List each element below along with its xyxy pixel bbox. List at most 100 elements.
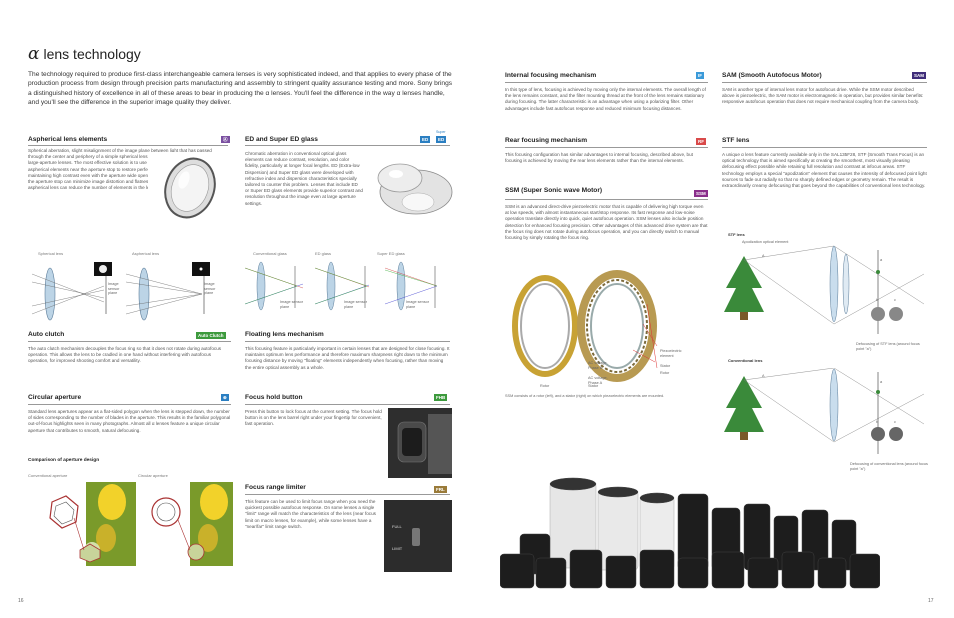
internal-title: Internal focusing mechanism bbox=[505, 72, 597, 79]
stf-lens-label: STF lens bbox=[728, 232, 745, 237]
internal-body: In this type of lens, focusing is achiev… bbox=[505, 87, 706, 111]
rear-title: Rear focusing mechanism bbox=[505, 137, 588, 144]
conv-point-c: c bbox=[894, 420, 896, 424]
lens-lineup-photo bbox=[499, 474, 881, 592]
ed-plane-label-2: Image sensor plane bbox=[344, 300, 368, 309]
ed-label-conventional: Conventional glass bbox=[253, 251, 287, 256]
ed-rule bbox=[245, 145, 450, 146]
circular-aperture-label: Circular aperture bbox=[138, 473, 168, 478]
internal-rule bbox=[505, 82, 708, 83]
sam-rule bbox=[722, 82, 927, 83]
ed-diagram bbox=[244, 258, 450, 314]
ssm-caption: SSM consists of a rotor (left), and a st… bbox=[505, 394, 665, 398]
stf-point-a: a bbox=[880, 258, 883, 262]
ssm-stator-right-label: Stator bbox=[660, 364, 671, 368]
floating-body: This focusing feature is particularly im… bbox=[245, 346, 450, 370]
focus-hold-badge: FHB bbox=[434, 394, 448, 401]
aspherical-lens-photo bbox=[148, 152, 228, 220]
aspherical-badge: Ⓐ bbox=[221, 136, 230, 143]
aspherical-image-plane-label-2: Image sensor plane bbox=[204, 282, 216, 296]
ed-plane-label-3: Image sensor plane bbox=[406, 300, 430, 309]
focus-range-title: Focus range limiter bbox=[245, 484, 306, 491]
floating-rule bbox=[245, 341, 450, 342]
conv-caption: Defocusing of conventional lens (around … bbox=[850, 462, 928, 471]
auto-clutch-title: Auto clutch bbox=[28, 331, 65, 338]
conventional-lens-label: Conventional lens bbox=[728, 358, 763, 363]
ssm-body: SSM is an advanced direct-drive piezoele… bbox=[505, 204, 708, 241]
internal-badge: IF bbox=[696, 72, 704, 79]
floating-title: Floating lens mechanism bbox=[245, 331, 324, 338]
circular-body: Standard lens apertures appear as a flat… bbox=[28, 409, 231, 433]
switch-full-label: FULL bbox=[392, 524, 402, 529]
ssm-rule bbox=[505, 199, 708, 200]
stf-title: STF lens bbox=[722, 137, 750, 144]
title-text: lens technology bbox=[43, 46, 141, 62]
aspherical-rule bbox=[28, 145, 228, 146]
ssm-stator-label: Stator bbox=[588, 384, 599, 388]
spherical-lens-label: Spherical lens bbox=[38, 251, 64, 256]
page-title: α lens technology bbox=[28, 44, 141, 64]
switch-limit-label: LIMIT bbox=[392, 546, 403, 551]
ssm-piezo-label: Piezoelectric element bbox=[660, 349, 682, 358]
ssm-illustration bbox=[505, 266, 705, 392]
ssm-ac-a-label: AC voltage, Phase A bbox=[588, 376, 608, 385]
focus-hold-photo bbox=[388, 408, 452, 478]
ssm-title: SSM (Super Sonic wave Motor) bbox=[505, 187, 603, 194]
stf-body: A unique α lens feature currently availa… bbox=[722, 152, 927, 189]
ed-badge: ED bbox=[420, 136, 431, 143]
super-ed-badge: ED bbox=[436, 136, 447, 143]
ssm-rotor-label: Rotor bbox=[540, 384, 550, 388]
rear-rule bbox=[505, 147, 708, 148]
ed-label-super: Super ED glass bbox=[377, 251, 405, 256]
sam-body: SAM is another type of internal lens mot… bbox=[722, 87, 924, 105]
focus-hold-rule bbox=[245, 404, 450, 405]
stf-diagram bbox=[724, 244, 925, 346]
aspherical-image-plane-label-1: Image sensor plane bbox=[108, 282, 120, 296]
focus-range-body: This feature can be used to limit focus … bbox=[245, 499, 376, 529]
aspherical-diagram bbox=[31, 256, 232, 322]
auto-clutch-body: The auto clutch mechanism decouples the … bbox=[28, 346, 222, 364]
focus-range-photo: FULL LIMIT bbox=[384, 500, 452, 572]
ed-lens-photo bbox=[366, 150, 454, 224]
circular-badge: ⊛ bbox=[221, 394, 229, 401]
right-page-number: 17 bbox=[928, 598, 934, 604]
focus-hold-body: Press this button to lock focus at the c… bbox=[245, 409, 382, 427]
aperture-comparison-images bbox=[28, 478, 233, 574]
ssm-ac-b-label: AC voltage, Phase B bbox=[588, 361, 608, 370]
stf-point-c: c bbox=[894, 298, 896, 302]
super-ed-top-label: Super bbox=[436, 130, 446, 134]
comparison-title: Comparison of aperture design bbox=[28, 458, 100, 463]
conv-point-a: a bbox=[880, 380, 883, 384]
aspherical-body: Spherical aberration, slight misalignmen… bbox=[28, 148, 224, 191]
auto-clutch-rule bbox=[28, 341, 231, 342]
range-switch bbox=[412, 528, 420, 546]
focus-range-badge: FRL bbox=[434, 486, 447, 493]
stf-caption: Defocusing of STF lens (around focus poi… bbox=[856, 342, 920, 351]
focus-hold-title: Focus hold button bbox=[245, 394, 303, 401]
auto-clutch-badge: Auto Clutch bbox=[196, 332, 226, 339]
ed-body: Chromatic aberration in conventional opt… bbox=[245, 151, 363, 206]
apodization-label: Apodization optical element bbox=[742, 240, 789, 244]
ssm-badge: SSM bbox=[694, 190, 708, 197]
ed-title: ED and Super ED glass bbox=[245, 136, 318, 143]
aspherical-lens-label: Aspherical lens bbox=[132, 251, 160, 256]
conv-point-b: b bbox=[876, 420, 879, 424]
rear-body: This focusing configuration has similar … bbox=[505, 152, 693, 164]
ed-label-ed: ED glass bbox=[315, 251, 332, 256]
conventional-diagram bbox=[724, 367, 925, 462]
sam-badge: SAM bbox=[912, 72, 926, 79]
ed-plane-label-1: Image sensor plane bbox=[280, 300, 304, 309]
rear-badge: RF bbox=[696, 138, 706, 145]
ssm-rotor-right-label: Rotor bbox=[660, 371, 670, 375]
left-page-number: 16 bbox=[18, 598, 24, 604]
aspherical-title: Aspherical lens elements bbox=[28, 136, 108, 143]
stf-point-b: b bbox=[876, 298, 879, 302]
intro-paragraph: The technology required to produce first… bbox=[28, 71, 453, 107]
stf-rule bbox=[722, 147, 927, 148]
stf-point-A: A bbox=[762, 254, 765, 258]
alpha-symbol: α bbox=[28, 44, 40, 64]
sam-title: SAM (Smooth Autofocus Motor) bbox=[722, 72, 822, 79]
conv-point-A: A bbox=[762, 374, 765, 378]
conventional-aperture-label: Conventional aperture bbox=[28, 473, 68, 478]
circular-rule bbox=[28, 404, 231, 405]
